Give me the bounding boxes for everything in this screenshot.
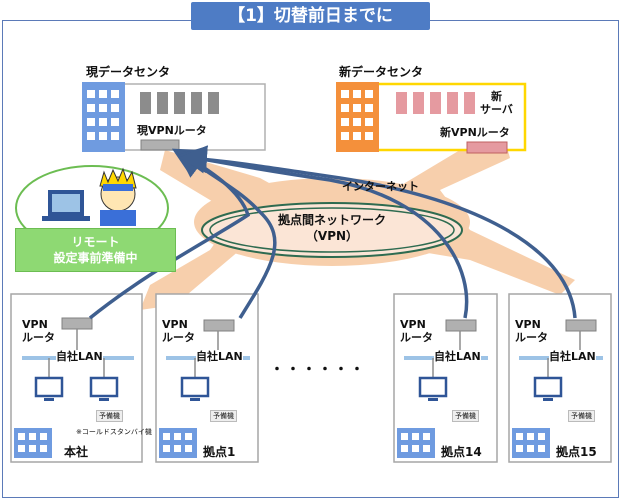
current-dc-name: 現データセンタ [86,65,171,79]
site14-name: 拠点14 [441,445,482,459]
new-server-label: 新 サーバ [480,90,513,116]
site14-router-label: VPN ルータ [400,318,433,344]
site1-lan-label: 自社LAN [196,350,243,363]
internet-cloud [140,140,575,310]
site15-lan-label: 自社LAN [549,350,596,363]
remote-status-box: リモート 設定事前準備中 [15,228,176,272]
hq-lan-label: 自社LAN [56,350,103,363]
new-router-label: 新VPNルータ [440,126,510,139]
vpn-connections [88,145,577,320]
internet-label: インターネット [342,180,419,193]
hq-router-label: VPN ルータ [22,318,55,344]
site-headquarters [10,293,143,463]
site-15 [508,293,612,463]
site15-router-label: VPN ルータ [515,318,548,344]
site14-lan-label: 自社LAN [434,350,481,363]
current-datacenter [82,82,266,152]
remote-status: 設定事前準備中 [53,251,138,265]
new-datacenter [336,82,527,154]
vpn-network-sub: （VPN） [305,229,359,243]
site-1 [155,293,259,463]
site14-spare-badge: 予備機 [452,410,479,422]
site15-spare-badge: 予備機 [568,410,595,422]
site1-name: 拠点1 [203,445,236,459]
current-router-label: 現VPNルータ [137,124,207,137]
hq-note: ※コールドスタンバイ機 [76,428,152,436]
vpn-network-title: 拠点間ネットワーク [277,213,386,227]
sites-ellipsis: ・・・・・・ [270,362,366,378]
site1-router-label: VPN ルータ [162,318,195,344]
new-dc-name: 新データセンタ [339,65,424,79]
remote-label: リモート [71,235,120,249]
site15-name: 拠点15 [556,445,597,459]
site1-spare-badge: 予備機 [210,410,237,422]
hq-name: 本社 [64,445,89,459]
diagram-title: 【1】切替前日までに [191,2,430,30]
hq-spare-badge: 予備機 [96,410,123,422]
